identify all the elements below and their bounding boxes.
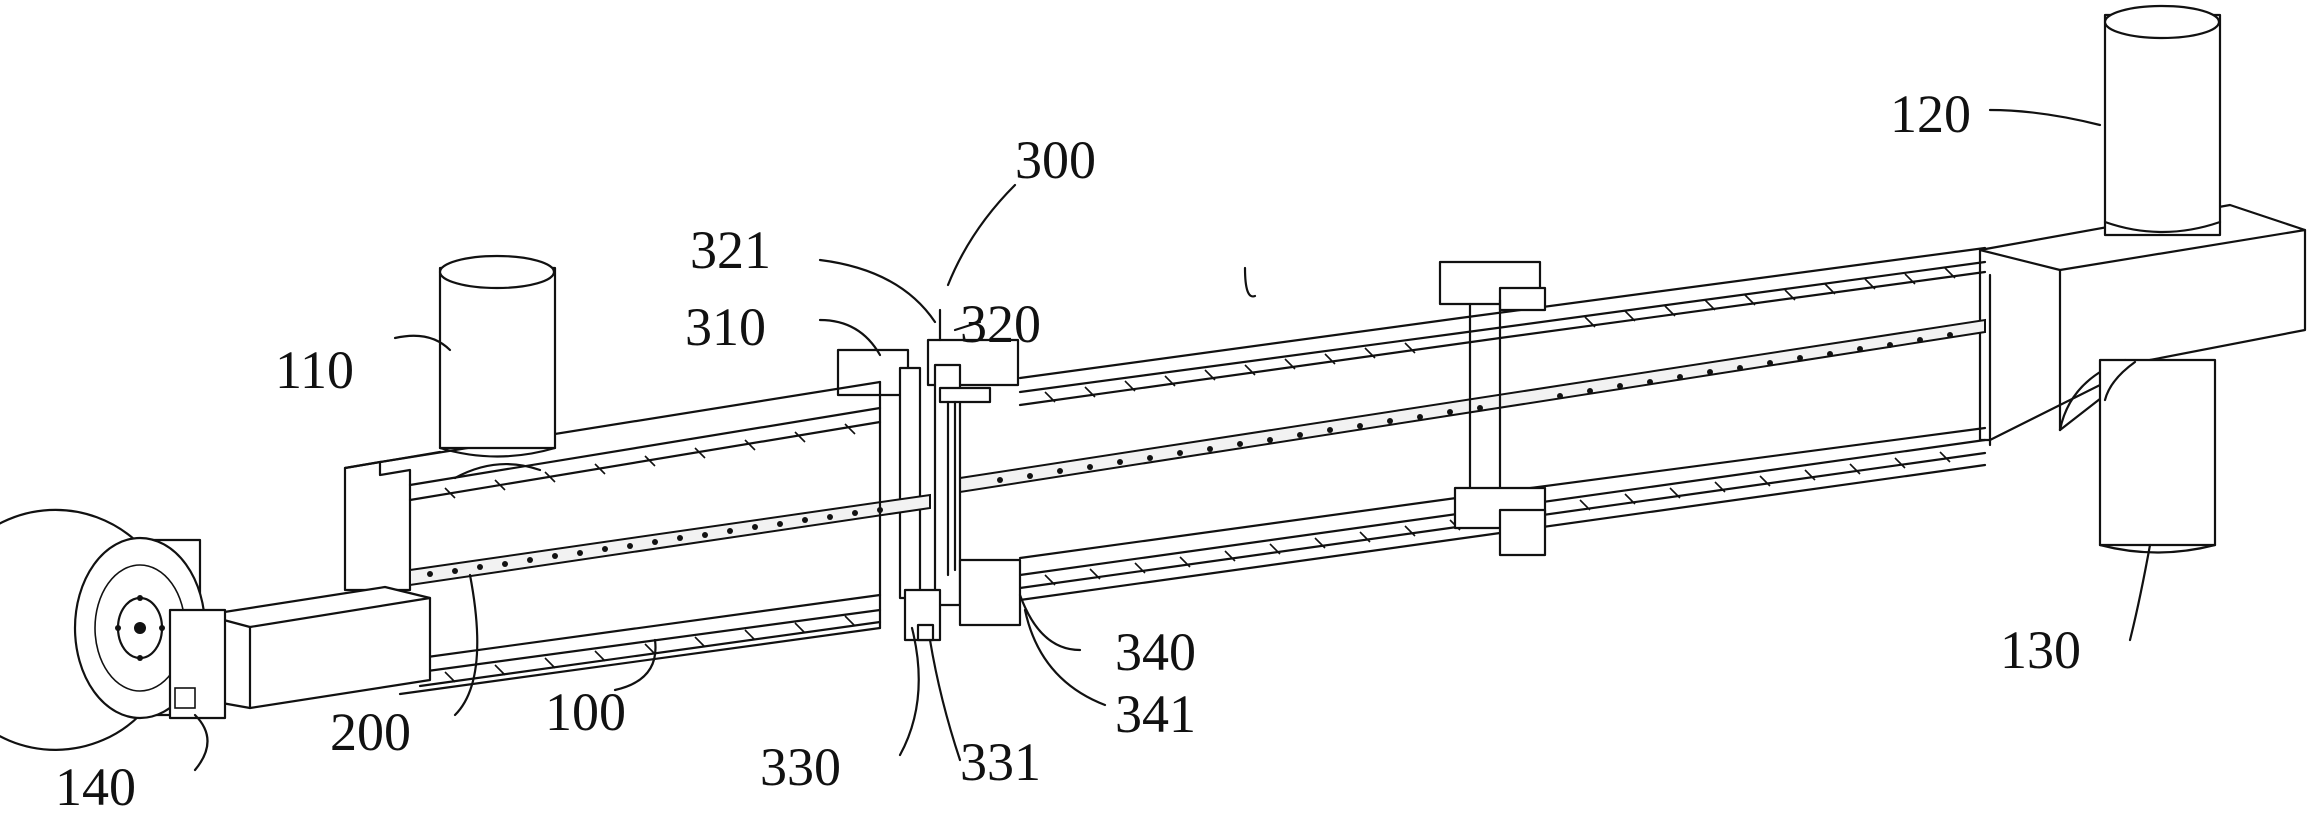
label-140: 140 (55, 757, 136, 817)
motor-140 (0, 510, 225, 750)
label-330: 330 (760, 737, 841, 797)
left-duct (345, 382, 930, 694)
connector-box (205, 587, 430, 708)
label-340: 340 (1115, 622, 1196, 682)
label-100: 100 (545, 682, 626, 742)
reference-labels: 110 120 130 140 200 100 300 321 310 320 … (55, 84, 2081, 817)
inlet-pipe-120 (2105, 6, 2220, 235)
label-200: 200 (330, 702, 411, 762)
outlet-pipe-130 (2100, 360, 2215, 553)
label-300: 300 (1015, 130, 1096, 190)
right-duct (960, 248, 1985, 600)
inlet-pipe-110 (440, 256, 555, 478)
label-331: 331 (960, 732, 1041, 792)
label-341: 341 (1115, 684, 1196, 744)
label-120: 120 (1890, 84, 1971, 144)
label-320: 320 (960, 294, 1041, 354)
label-130: 130 (2000, 620, 2081, 680)
label-110: 110 (275, 340, 354, 400)
label-321: 321 (690, 220, 771, 280)
label-310: 310 (685, 297, 766, 357)
